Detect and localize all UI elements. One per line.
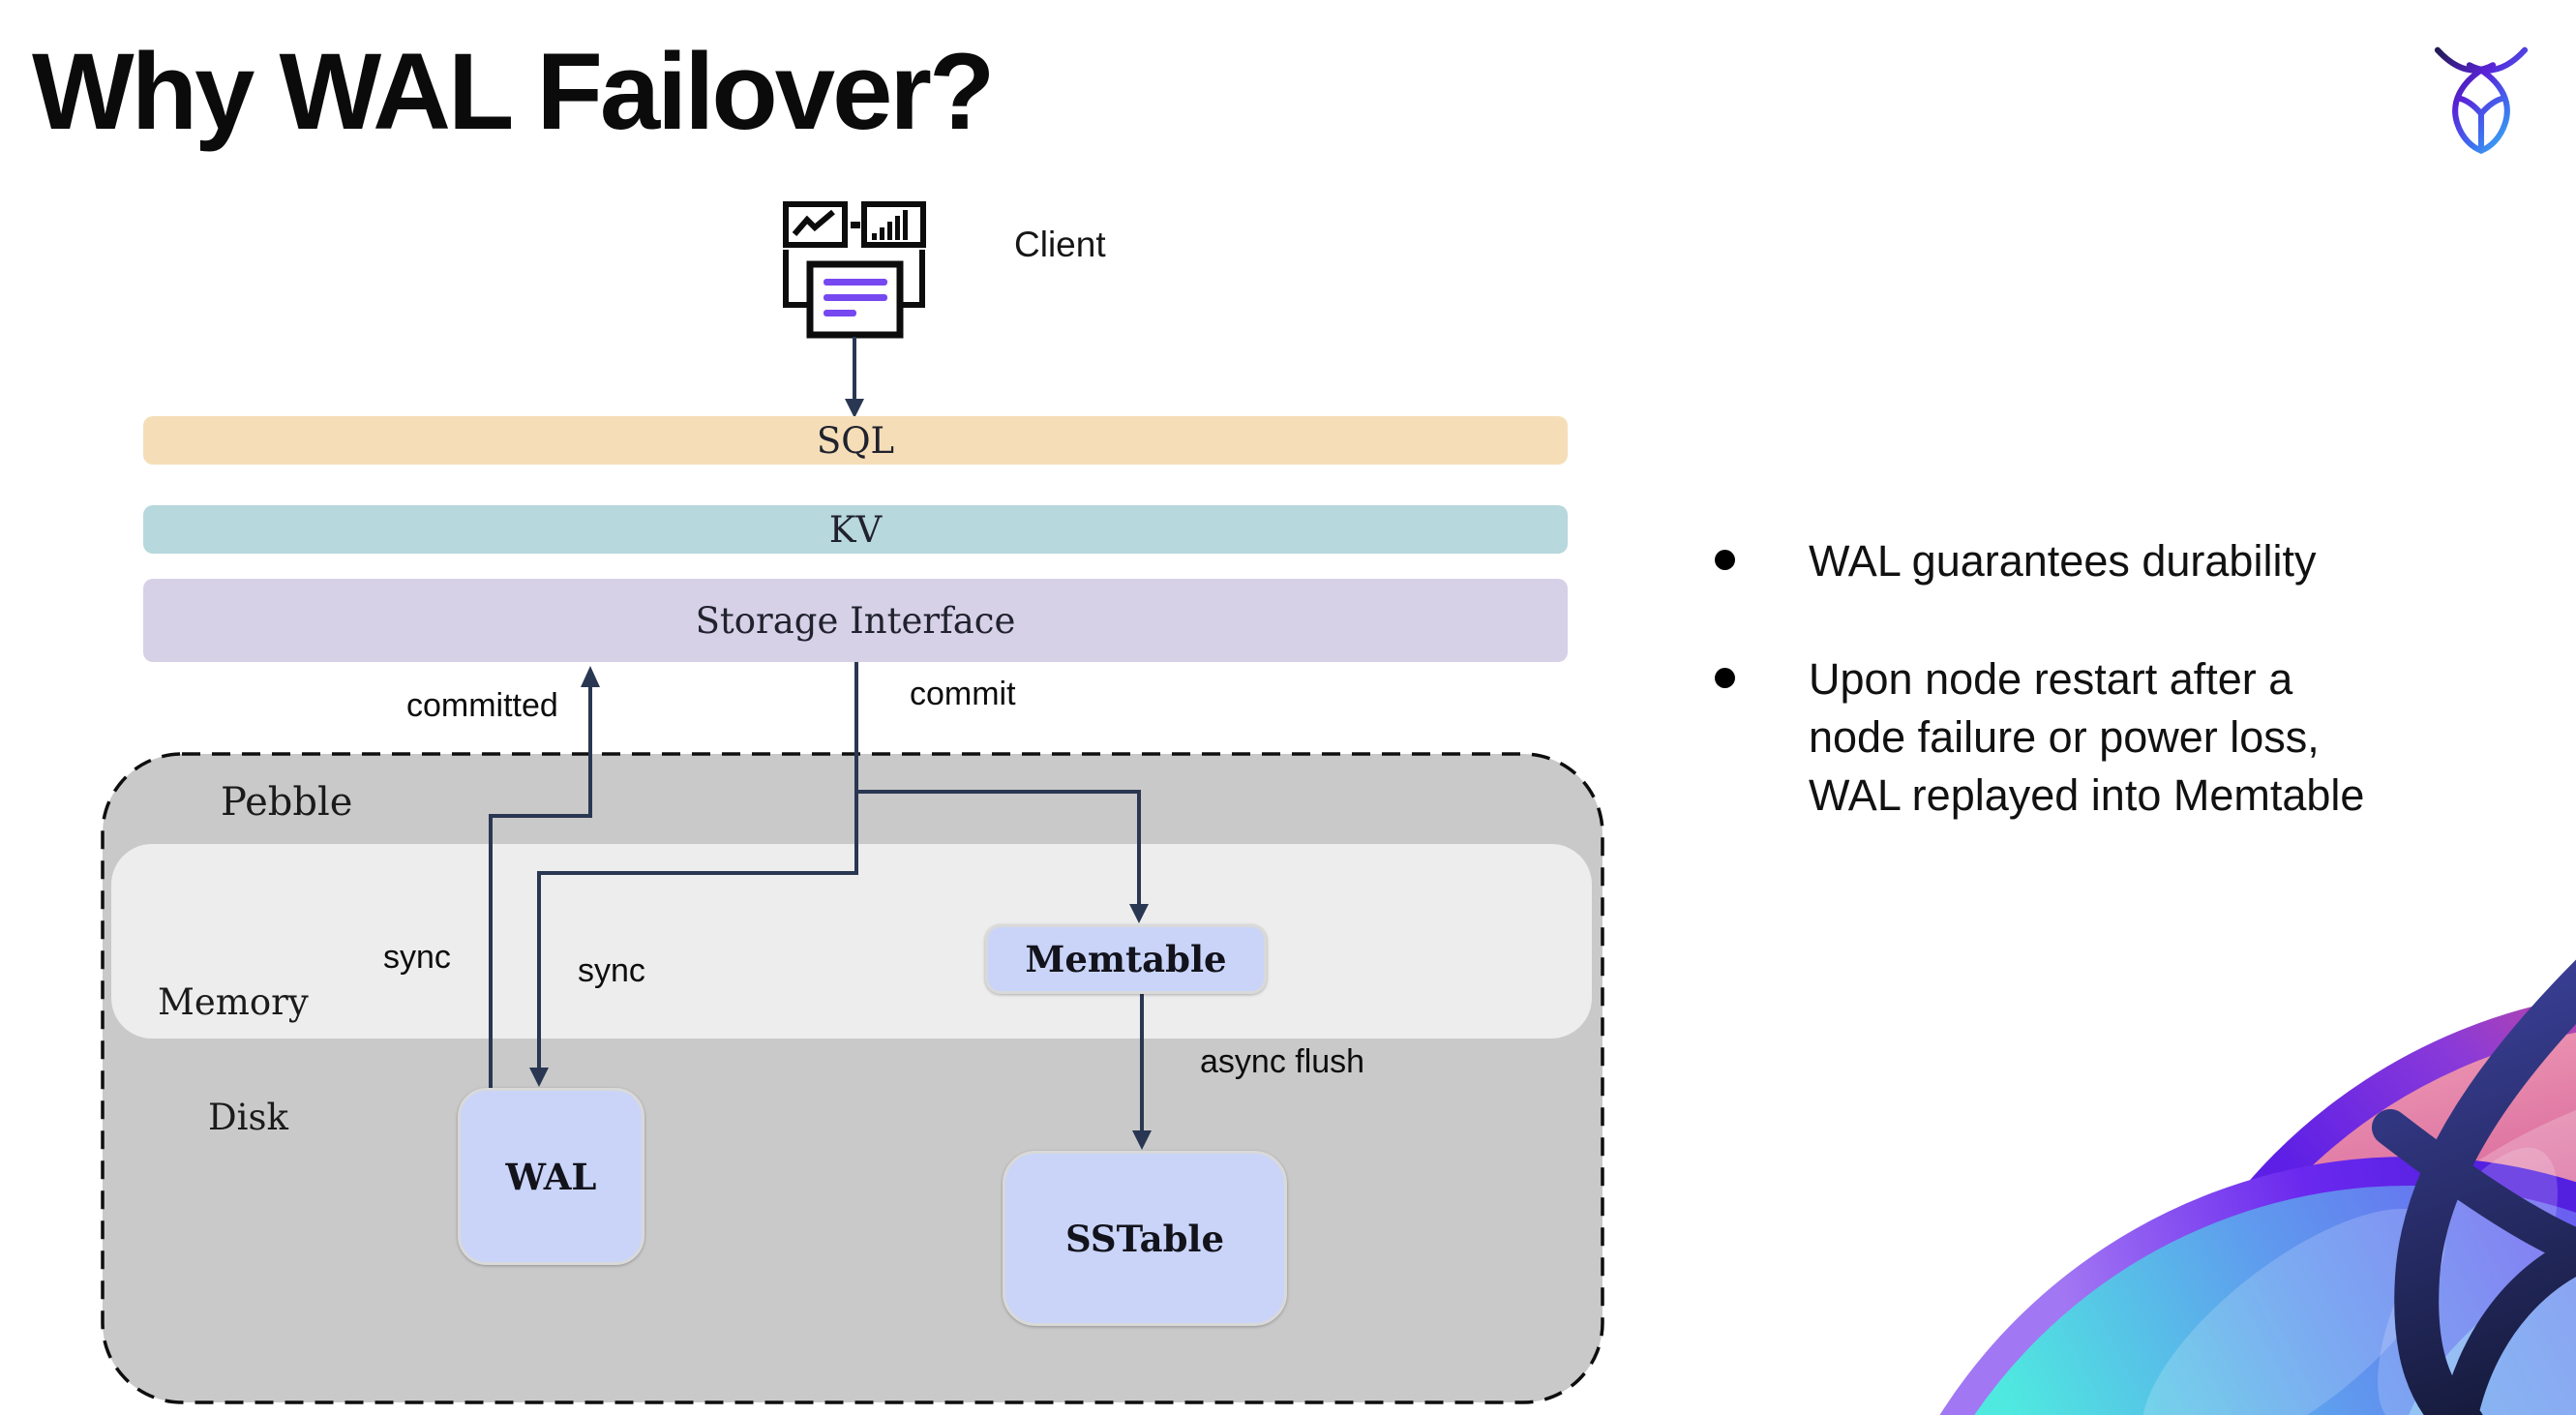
bullet-item: Upon node restart after a node failure o… (1715, 650, 2566, 825)
edge-commit-to-wal (537, 662, 858, 1072)
pebble-label: Pebble (221, 780, 353, 825)
layer-storage-interface: Storage Interface (143, 579, 1568, 662)
layer-storage-label: Storage Interface (695, 599, 1016, 642)
sstable-node-label: SSTable (1064, 1217, 1225, 1260)
memory-label: Memory (158, 981, 309, 1023)
bullet-dot (1715, 550, 1735, 570)
icon-dash (851, 222, 860, 228)
arrowhead-sql (845, 399, 864, 418)
arrowheads (529, 399, 1152, 1150)
client-bars-window-icon (861, 201, 926, 248)
edge-commit-to-memtable (856, 790, 1141, 908)
layer-kv: KV (143, 505, 1568, 554)
arrowhead-sstable (1132, 1130, 1152, 1150)
wal-node: WAL (458, 1088, 644, 1265)
committed-edge-label: committed (406, 687, 558, 724)
memtable-node: Memtable (985, 924, 1267, 994)
bullet-list: WAL guarantees durability Upon node rest… (1715, 532, 2566, 825)
slide-title: Why WAL Failover? (32, 31, 995, 152)
bullet-text: Upon node restart after a node failure o… (1809, 654, 2365, 820)
sync-left-edge-label: sync (383, 939, 451, 976)
cockroachdb-logo-icon (2434, 46, 2529, 154)
brand-graphic (1939, 959, 2576, 1415)
layer-sql-label: SQL (816, 419, 895, 462)
client-label: Client (1014, 225, 1106, 264)
edge-wal-to-committed (489, 670, 592, 1088)
memtable-node-label: Memtable (1025, 938, 1227, 980)
commit-edge-label: commit (910, 676, 1016, 712)
edges (489, 337, 1144, 1136)
layer-kv-label: KV (828, 508, 883, 551)
wal-node-label: WAL (505, 1155, 597, 1198)
async-flush-edge-label: async flush (1200, 1043, 1365, 1080)
arrowhead-committed (581, 666, 600, 687)
bullet-text: WAL guarantees durability (1809, 536, 2317, 586)
sstable-node: SSTable (1003, 1151, 1287, 1326)
sync-right-edge-label: sync (578, 952, 645, 989)
client-chart-window-icon (783, 201, 848, 248)
arrowhead-wal (529, 1068, 549, 1087)
client-document-icon (783, 250, 925, 339)
client-icon (783, 201, 926, 339)
bullet-dot (1715, 668, 1735, 688)
arrowhead-memtable (1129, 904, 1149, 923)
disk-label: Disk (208, 1097, 288, 1138)
layer-sql: SQL (143, 416, 1568, 465)
bullet-item: WAL guarantees durability (1715, 532, 2566, 590)
